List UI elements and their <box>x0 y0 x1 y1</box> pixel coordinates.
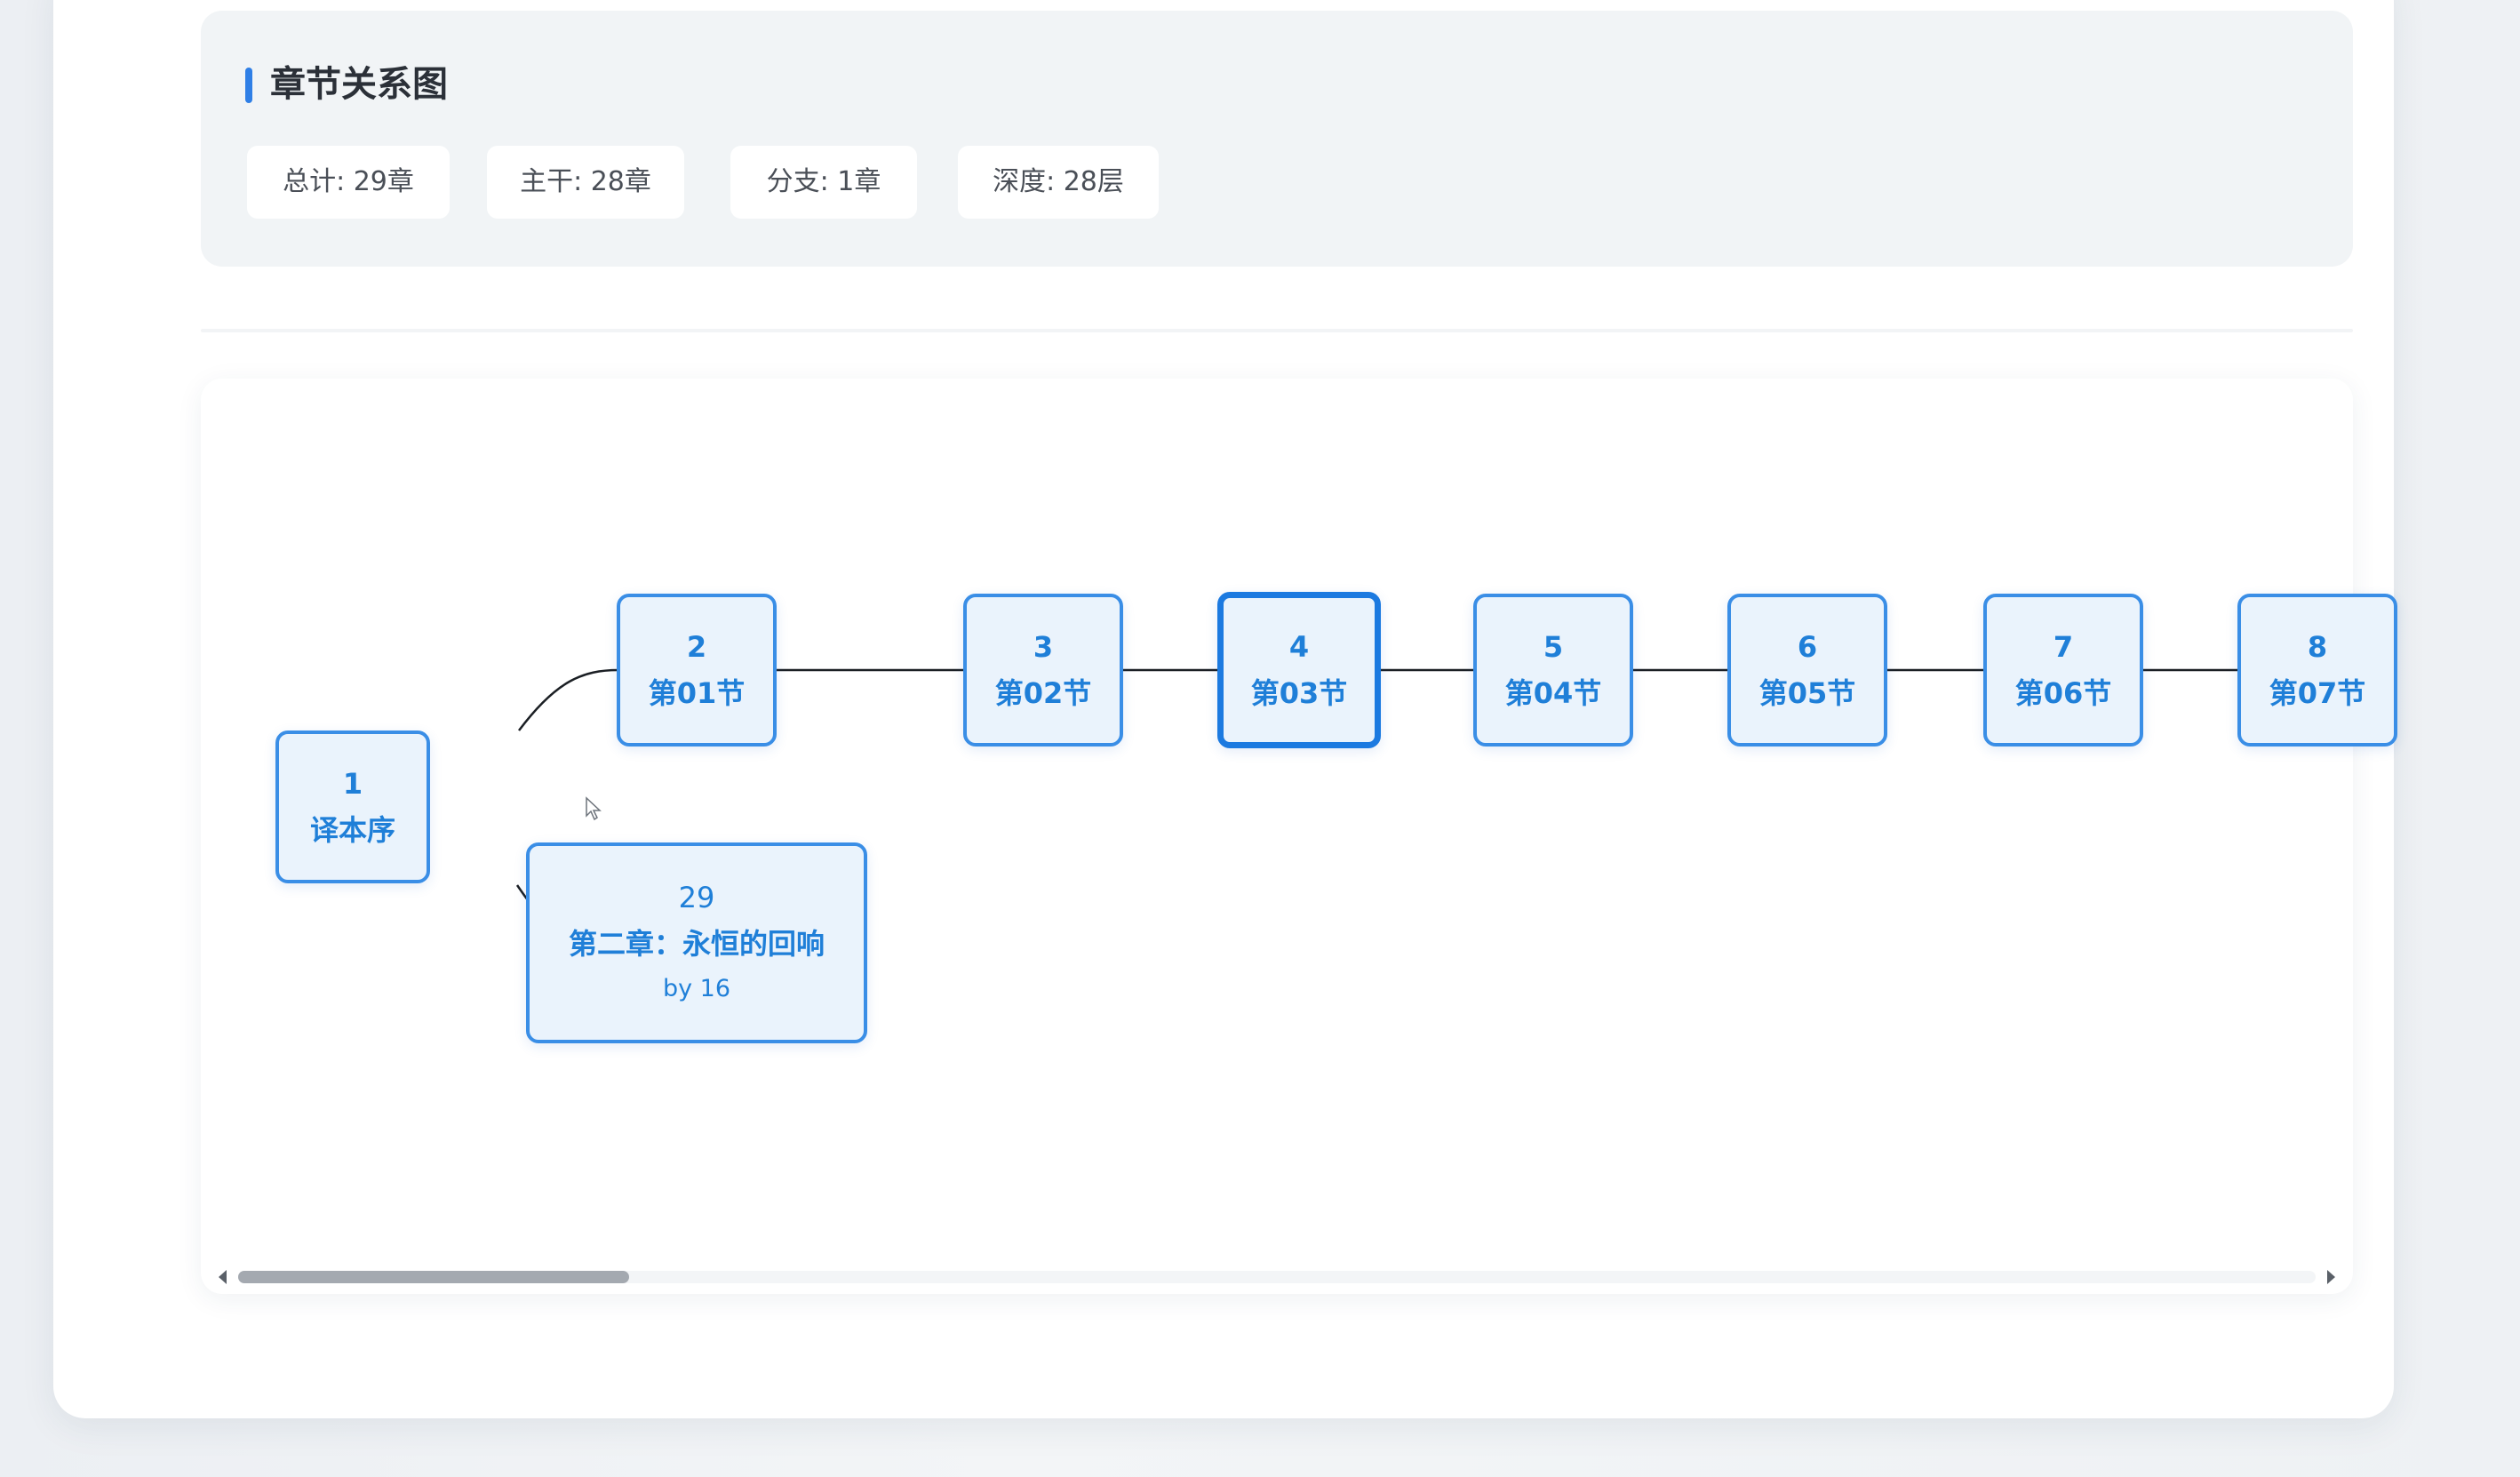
graph-viewport[interactable]: 1 译本序 2 第01节 3 第02节 4 第03节 5 第04节 6 第 <box>201 379 2397 1267</box>
stat-depth: 深度: 28层 <box>958 146 1159 219</box>
node-number: 7 <box>2053 630 2074 664</box>
node-label: 译本序 <box>309 813 395 847</box>
chapter-node-3[interactable]: 3 第02节 <box>963 594 1123 746</box>
scroll-right-arrow-icon[interactable] <box>2317 1264 2344 1290</box>
chapter-node-4-selected[interactable]: 4 第03节 <box>1217 592 1381 748</box>
scrollbar-thumb[interactable] <box>238 1271 629 1283</box>
stat-branch: 分支: 1章 <box>730 146 917 219</box>
title-accent-bar <box>245 68 252 103</box>
node-label: 第04节 <box>1504 676 1602 710</box>
chapter-node-5[interactable]: 5 第04节 <box>1473 594 1633 746</box>
chapter-node-7[interactable]: 7 第06节 <box>1983 594 2143 746</box>
edge-1-2 <box>518 665 665 731</box>
node-number: 1 <box>342 767 363 801</box>
scroll-left-arrow-icon[interactable] <box>210 1264 236 1290</box>
section-divider <box>201 329 2353 332</box>
node-number: 2 <box>686 630 707 664</box>
node-number: 29 <box>678 881 715 914</box>
mouse-pointer-icon <box>586 796 602 821</box>
horizontal-scrollbar[interactable] <box>210 1264 2344 1290</box>
chapter-node-2[interactable]: 2 第01节 <box>617 594 777 746</box>
stat-total: 总计: 29章 <box>247 146 450 219</box>
chapter-node-29-branch[interactable]: 29 第二章：永恒的回响 by 16 <box>526 842 867 1043</box>
node-number: 8 <box>2307 630 2328 664</box>
chapter-graph[interactable]: 1 译本序 2 第01节 3 第02节 4 第03节 5 第04节 6 第 <box>201 379 2397 1294</box>
node-label: 第02节 <box>994 676 1092 710</box>
stat-trunk: 主干: 28章 <box>487 146 684 219</box>
node-label: 第二章：永恒的回响 <box>568 927 825 961</box>
content-panel: 章节关系图 总计: 29章 主干: 28章 分支: 1章 深度: 28层 <box>53 0 2397 1418</box>
node-author: by 16 <box>662 975 731 1002</box>
graph-header: 章节关系图 总计: 29章 主干: 28章 分支: 1章 深度: 28层 <box>201 11 2353 267</box>
node-label: 第05节 <box>1758 676 1856 710</box>
node-label: 第03节 <box>1250 676 1348 710</box>
chapter-node-6[interactable]: 6 第05节 <box>1727 594 1887 746</box>
node-number: 6 <box>1797 630 1818 664</box>
node-label: 第01节 <box>648 676 746 710</box>
node-number: 4 <box>1288 630 1310 664</box>
chapter-node-1[interactable]: 1 译本序 <box>275 731 430 883</box>
graph-edges <box>515 665 2284 947</box>
node-number: 5 <box>1543 630 1564 664</box>
scrollbar-track[interactable] <box>238 1271 2316 1283</box>
chapter-node-8[interactable]: 8 第07节 <box>2237 594 2397 746</box>
page-title: 章节关系图 <box>270 64 448 105</box>
node-label: 第07节 <box>2269 676 2366 710</box>
node-label: 第06节 <box>2014 676 2112 710</box>
node-number: 3 <box>1033 630 1054 664</box>
